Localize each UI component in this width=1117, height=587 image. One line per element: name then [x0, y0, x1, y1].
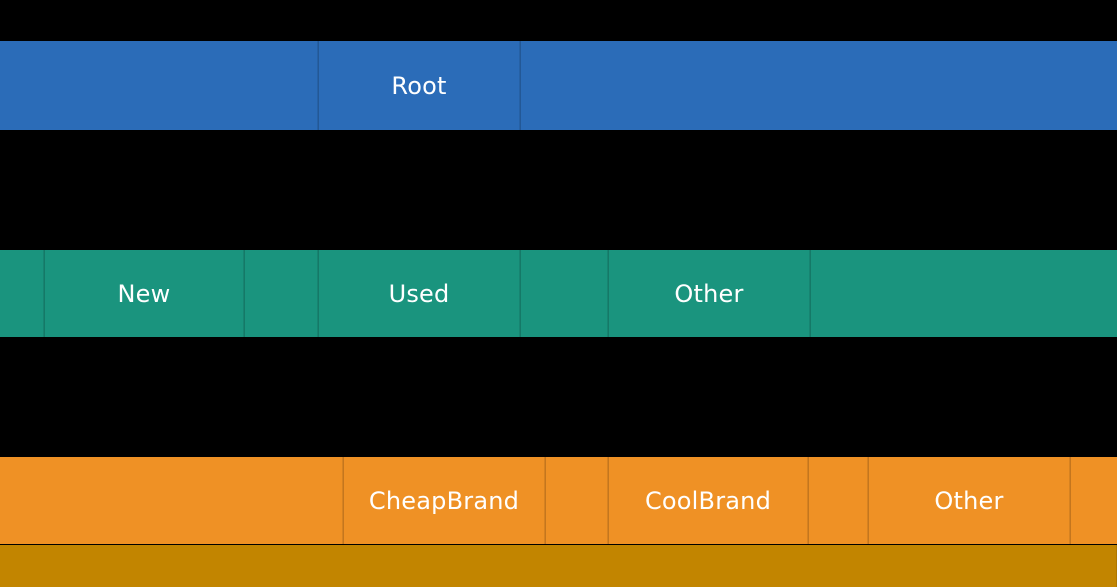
icicle-node-root[interactable]: Root: [318, 41, 520, 130]
icicle-node-other[interactable]: Other: [608, 250, 810, 337]
icicle-node-unlabeled-1-6[interactable]: [810, 250, 1117, 337]
icicle-node-other[interactable]: Other: [868, 457, 1070, 544]
icicle-node-unlabeled-1-2[interactable]: [244, 250, 318, 337]
icicle-node-unlabeled-2-4[interactable]: [808, 457, 868, 544]
icicle-node-label: Used: [388, 279, 450, 308]
icicle-node-unlabeled-3-0[interactable]: [0, 545, 1117, 587]
icicle-level-condition-level: New Used Other: [0, 250, 1117, 337]
icicle-node-new[interactable]: New: [44, 250, 244, 337]
icicle-node-unlabeled-2-2[interactable]: [545, 457, 608, 544]
icicle-node-unlabeled-0-2[interactable]: [520, 41, 1117, 130]
icicle-node-unlabeled-1-4[interactable]: [520, 250, 608, 337]
icicle-node-label: CoolBrand: [644, 486, 772, 515]
icicle-node-used[interactable]: Used: [318, 250, 520, 337]
icicle-node-unlabeled-2-0[interactable]: [0, 457, 343, 544]
icicle-node-unlabeled-1-0[interactable]: [0, 250, 44, 337]
icicle-node-label: Root: [391, 71, 447, 100]
icicle-node-coolbrand[interactable]: CoolBrand: [608, 457, 808, 544]
icicle-node-cheapbrand[interactable]: CheapBrand: [343, 457, 545, 544]
icicle-level-brand-level: CheapBrand CoolBrand Other: [0, 457, 1117, 544]
icicle-node-label: New: [117, 279, 171, 308]
icicle-node-label: Other: [674, 279, 744, 308]
icicle-node-unlabeled-2-6[interactable]: [1070, 457, 1117, 544]
icicle-node-unlabeled-0-0[interactable]: [0, 41, 318, 130]
icicle-level-root-level: Root: [0, 41, 1117, 130]
icicle-level-leaf-level: [0, 545, 1117, 587]
icicle-node-label: Other: [934, 486, 1004, 515]
icicle-node-label: CheapBrand: [368, 486, 520, 515]
